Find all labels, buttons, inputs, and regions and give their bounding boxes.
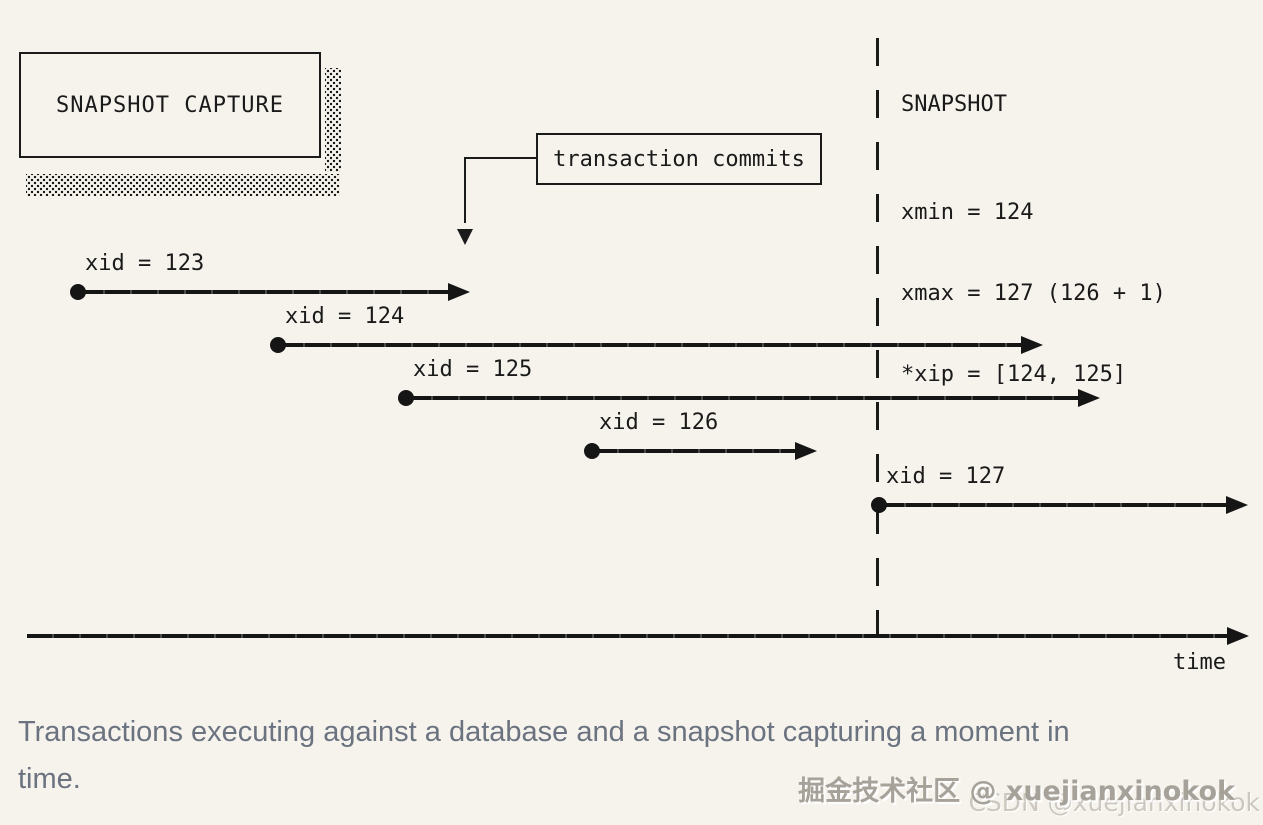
callout-connector-vertical xyxy=(464,157,466,223)
snapshot-moment-dashed-line xyxy=(876,38,879,638)
transaction-124-line xyxy=(278,343,1025,347)
transaction-123-label: xid = 123 xyxy=(85,251,205,276)
capture-box-shadow-bottom xyxy=(26,174,340,196)
watermark-juejin: 掘金技术社区 @ xuejianxinokok xyxy=(798,776,1235,807)
transaction-127-label: xid = 127 xyxy=(886,464,1006,489)
snapshot-capture-label: SNAPSHOT CAPTURE xyxy=(56,92,284,118)
caption-line-1: Transactions executing against a databas… xyxy=(18,716,1070,748)
transaction-126-arrowhead-icon xyxy=(795,442,817,460)
transaction-126-label: xid = 126 xyxy=(599,410,719,435)
transaction-123-arrowhead-icon xyxy=(448,283,470,301)
transaction-125-line xyxy=(406,396,1082,400)
transaction-124-label: xid = 124 xyxy=(285,304,405,329)
transaction-123-line xyxy=(78,290,452,294)
snapshot-panel-title: SNAPSHOT xyxy=(901,92,1007,117)
transaction-124-arrowhead-icon xyxy=(1021,336,1043,354)
snapshot-panel-values: xmin = 124 xmax = 127 (126 + 1) *xip = [… xyxy=(901,145,1166,442)
snapshot-xmin-value: xmin = 124 xyxy=(901,200,1034,225)
snapshot-xip-value: *xip = [124, 125] xyxy=(901,362,1127,387)
figure-caption: Transactions executing against a databas… xyxy=(18,709,1070,803)
snapshot-capture-box: SNAPSHOT CAPTURE xyxy=(19,52,321,158)
callout-down-arrowhead-icon xyxy=(457,229,473,245)
time-axis-label: time xyxy=(1173,650,1226,675)
capture-box-shadow-right xyxy=(325,68,341,172)
time-axis-arrowhead-icon xyxy=(1227,627,1249,645)
watermark-csdn: CSDN @xuejianxinokok xyxy=(968,788,1260,817)
time-axis-line xyxy=(27,634,1227,638)
transaction-126-line xyxy=(592,449,799,453)
transaction-commits-label: transaction commits xyxy=(553,146,805,172)
snapshot-xmax-value: xmax = 127 (126 + 1) xyxy=(901,281,1166,306)
callout-connector-horizontal xyxy=(464,157,536,159)
caption-line-2: time. xyxy=(18,763,81,795)
transaction-commits-callout: transaction commits xyxy=(536,133,822,185)
transaction-127-line xyxy=(879,503,1230,507)
transaction-125-arrowhead-icon xyxy=(1078,389,1100,407)
transaction-127-arrowhead-icon xyxy=(1226,496,1248,514)
transaction-125-label: xid = 125 xyxy=(413,357,533,382)
